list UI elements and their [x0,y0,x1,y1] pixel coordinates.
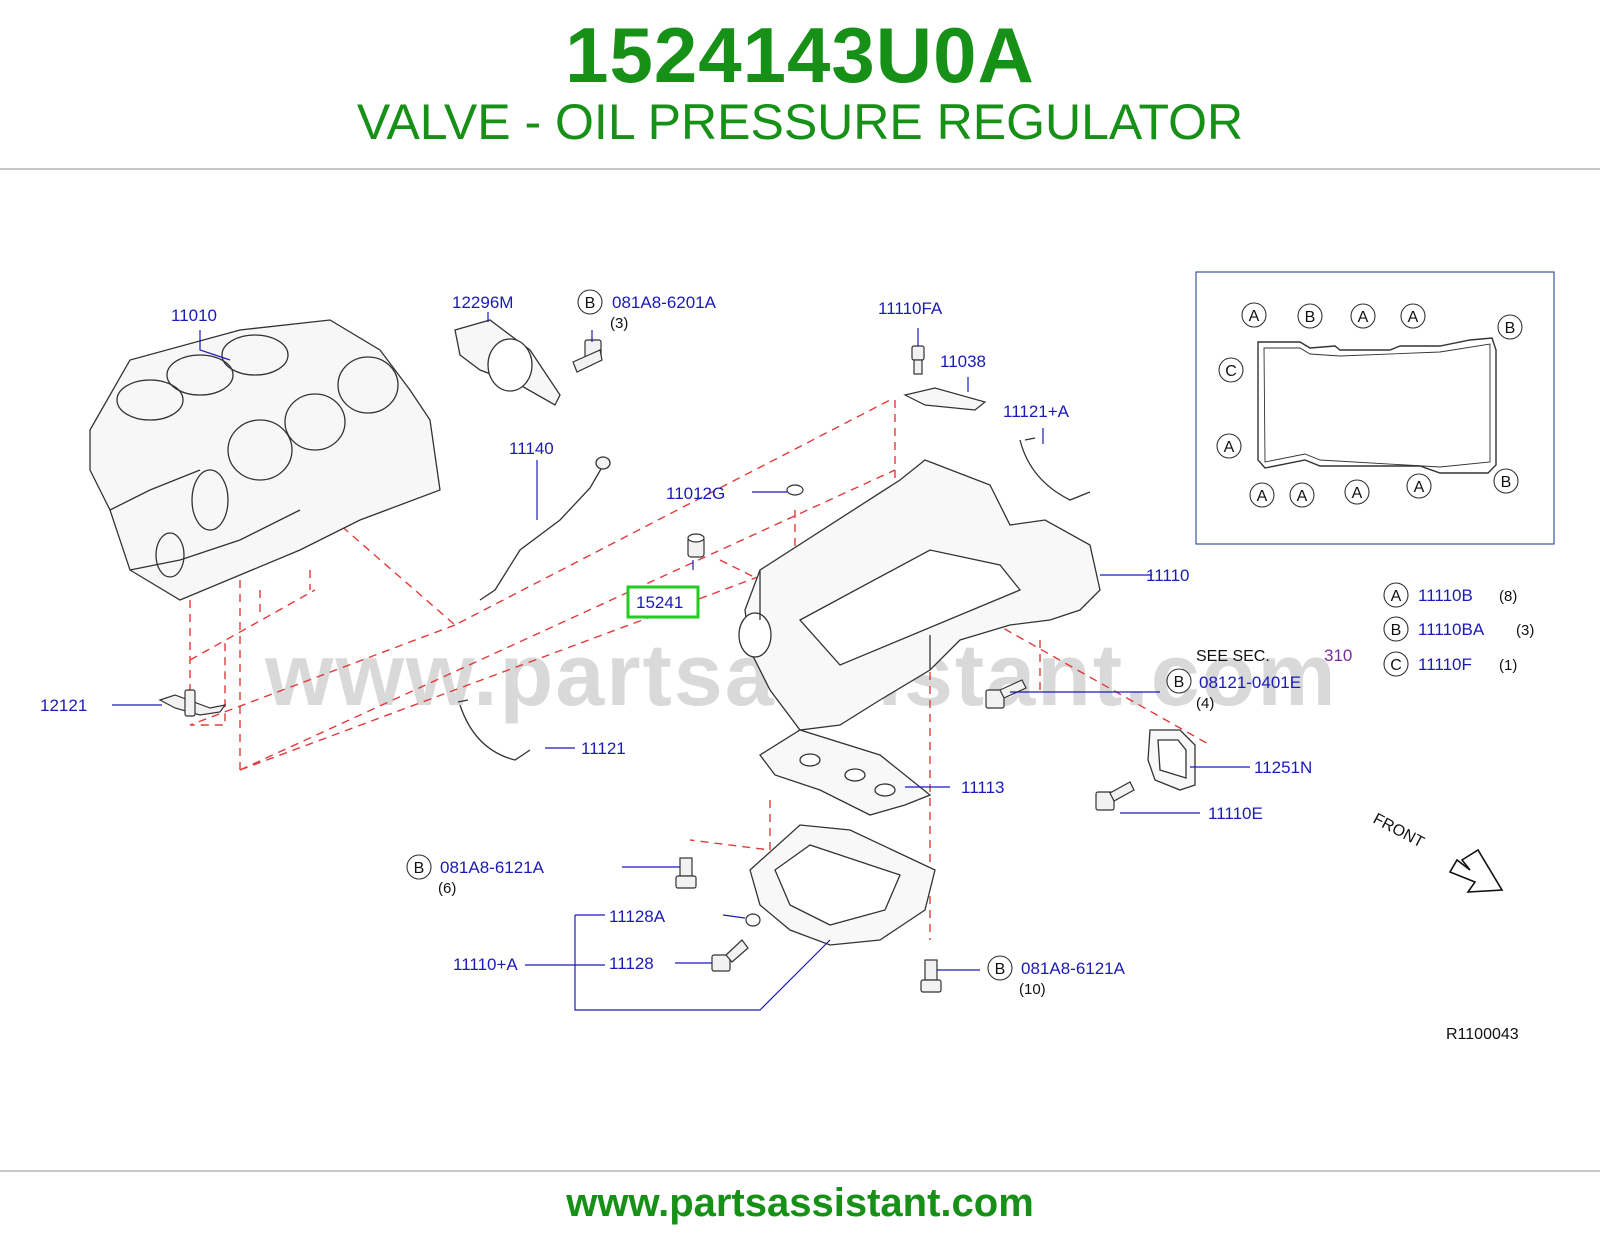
legend-letter: C [1390,657,1402,674]
label-08121-0401E[interactable]: 08121-0401E [1199,673,1301,692]
legend-letter: B [1391,622,1402,639]
drain-plug-11128-drawing [711,939,749,972]
inset-letter: B [1305,309,1316,326]
engine-block-drawing [89,319,441,601]
callout-letter: B [1174,674,1185,691]
washer-11128A-drawing [745,913,761,927]
label-11128A[interactable]: 11128A [609,907,666,926]
label-081A8-6121A-upper[interactable]: 081A8-6121A [440,858,545,877]
label-11113[interactable]: 11113 [961,778,1005,797]
legend-row-b: B 11110BA (3) [1383,616,1534,642]
legend-row-a: A 11110B (8) [1383,582,1517,608]
callout-letter: B [995,961,1006,978]
inset-callout-letters: A B A A B C A A A A A B [1224,308,1516,505]
legend-circle [1383,616,1409,642]
fastener-legend: A 11110B (8) B 11110BA (3) C 11110F (1) [1383,582,1534,677]
inset-letter: A [1249,308,1260,325]
label-081A8-6121A-lower[interactable]: 081A8-6121A [1021,959,1126,978]
section-number-link[interactable]: 310 [1324,646,1352,665]
inset-letter: A [1358,309,1369,326]
label-11128[interactable]: 11128 [609,954,654,973]
qty-08121-0401E: (4) [1196,695,1214,712]
leader-lines [112,312,1250,1011]
gasket-detail-inset [1195,271,1555,545]
label-12296M[interactable]: 12296M [452,293,513,312]
inset-letter: A [1257,488,1268,505]
inset-letter: B [1501,474,1512,491]
fastener-b-letters: B B B B [414,295,1185,978]
cover-11251N-drawing [1147,729,1196,791]
bolt-drawing-1 [572,339,603,373]
legend-qty: (3) [1516,622,1534,639]
lower-oil-pan-drawing [749,824,936,946]
label-11012G[interactable]: 11012G [666,484,725,503]
label-11251N[interactable]: 11251N [1254,758,1312,777]
header-divider [0,168,1600,170]
inset-letter: B [1505,320,1516,337]
highlighted-part-box[interactable] [626,585,700,619]
bolt-drawing-5 [675,857,697,889]
legend-circle [1383,651,1409,677]
bolt-drawing-6 [920,959,942,993]
fastener-b-circles [406,289,1192,981]
callout-letter: B [585,295,596,312]
qty-081A8-6201A: (3) [610,315,628,332]
footer-website-url[interactable]: www.partsassistant.com [566,1181,1034,1225]
label-11121A[interactable]: 11121+A [1003,402,1070,421]
page-header: 1524143U0A VALVE - OIL PRESSURE REGULATO… [0,0,1600,170]
bolt-drawing-3 [985,679,1027,709]
legend-row-c: C 11110F (1) [1383,651,1517,677]
label-11110E[interactable]: 11110E [1208,804,1263,823]
legend-letter: A [1391,588,1402,605]
footer-divider [0,1170,1600,1172]
front-direction-label: FRONT [1370,811,1427,852]
label-11010[interactable]: 11010 [171,306,217,325]
label-11140[interactable]: 11140 [509,439,554,458]
qty-081A8-6121A-lower: (10) [1019,981,1046,998]
bracket-11038-drawing [903,387,987,411]
baffle-11121A-drawing [1019,437,1091,501]
label-15241[interactable]: 15241 [636,593,683,612]
part-name-subtitle: VALVE - OIL PRESSURE REGULATOR [356,94,1244,150]
callout-letter: B [414,860,425,877]
front-arrow-icon [1448,848,1504,893]
label-11110[interactable]: 11110 [1146,566,1190,585]
reference-dashed-lines [189,399,1211,940]
legend-qty: (8) [1499,588,1517,605]
bolt-drawing-4 [1095,781,1135,811]
inset-letter: A [1408,309,1419,326]
qty-081A8-6121A-upper: (6) [438,880,456,897]
upper-oil-pan-drawing [738,459,1101,731]
baffle-11121-drawing [457,699,531,761]
inset-letter: A [1224,439,1235,456]
exploded-parts-diagram: www.partsassistant.com [40,271,1555,1043]
part-number-title: 1524143U0A [565,11,1035,99]
label-081A8-6201A[interactable]: 081A8-6201A [612,293,717,312]
label-11110FA[interactable]: 11110FA [878,299,943,318]
rear-seal-retainer-drawing [454,319,561,406]
sensor-12121-drawing [158,689,227,717]
label-11038[interactable]: 11038 [940,352,986,371]
label-11110A[interactable]: 11110+A [453,955,518,974]
legend-part[interactable]: 11110B [1418,586,1473,605]
diagram-reference-code: R1100043 [1446,1026,1519,1043]
label-12121[interactable]: 12121 [40,696,87,715]
dipstick-drawing [479,456,611,601]
inset-letter: A [1414,479,1425,496]
legend-qty: (1) [1499,657,1517,674]
baffle-plate-11113-drawing [759,729,932,816]
inset-callout-circles [1216,302,1523,508]
legend-circle [1383,582,1409,608]
inset-letter: C [1225,363,1237,380]
washer-11012G-drawing [786,484,804,496]
label-11121[interactable]: 11121 [581,739,626,758]
legend-part[interactable]: 11110BA [1418,620,1485,639]
inset-letter: A [1352,485,1363,502]
legend-part[interactable]: 11110F [1418,655,1472,674]
valve-15241-drawing [687,533,705,558]
inset-letter: A [1297,488,1308,505]
bolt-drawing-2 [911,345,925,375]
see-section-text: SEE SEC. [1196,648,1270,665]
